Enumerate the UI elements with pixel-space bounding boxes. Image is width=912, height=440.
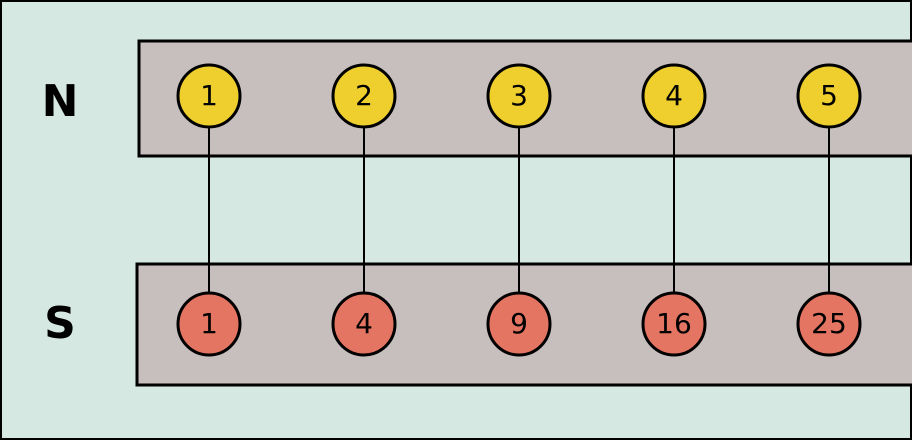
bottom-node: 9 (486, 291, 552, 357)
top-node-value: 2 (355, 79, 373, 112)
top-node: 3 (486, 63, 552, 129)
bottom-node-circle (176, 291, 242, 357)
bottom-node: 4 (331, 291, 397, 357)
bottom-row-nodes: 1 4 9 16 25 (176, 291, 862, 357)
bottom-node-circle (641, 291, 707, 357)
top-row-label: N (42, 76, 79, 127)
top-row-nodes: 1 2 3 4 5 (176, 63, 862, 129)
bottom-node-circle (486, 291, 552, 357)
bottom-row-label: S (44, 298, 76, 349)
bottom-node-value: 16 (656, 307, 692, 340)
bottom-node-circle (331, 291, 397, 357)
bottom-node-circle (796, 291, 862, 357)
top-node: 2 (331, 63, 397, 129)
bottom-node-value: 9 (510, 307, 528, 340)
bottom-node: 1 (176, 291, 242, 357)
bottom-node-value: 4 (355, 307, 373, 340)
top-node: 5 (796, 63, 862, 129)
bottom-node: 25 (796, 291, 862, 357)
top-node-circle (486, 63, 552, 129)
bottom-node: 16 (641, 291, 707, 357)
top-node-circle (176, 63, 242, 129)
top-node: 4 (641, 63, 707, 129)
top-node-circle (796, 63, 862, 129)
top-node-value: 4 (665, 79, 683, 112)
bottom-node-value: 1 (200, 307, 218, 340)
top-node-value: 3 (510, 79, 528, 112)
connectors (208, 96, 830, 324)
top-node-circle (331, 63, 397, 129)
top-node: 1 (176, 63, 242, 129)
top-node-value: 1 (200, 79, 218, 112)
bottom-node-value: 25 (811, 307, 847, 340)
top-node-value: 5 (820, 79, 838, 112)
top-node-circle (641, 63, 707, 129)
